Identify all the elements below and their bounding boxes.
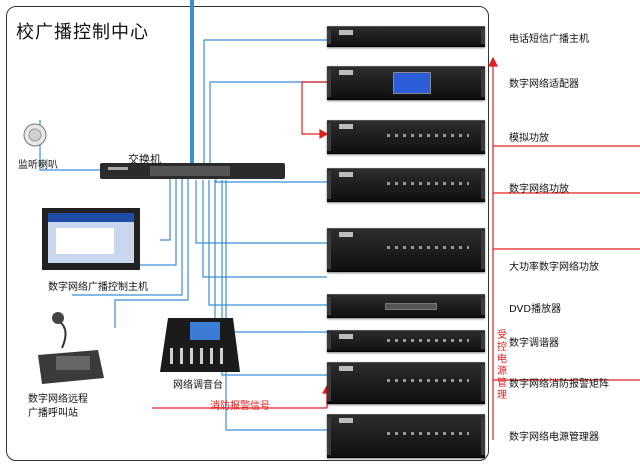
disc-tray: [385, 303, 437, 310]
brand-icon: [339, 124, 353, 129]
rack-label-analog-amp: 模拟功放: [509, 133, 549, 144]
switch-label: 交换机: [128, 153, 161, 166]
digital-network-adapter: [327, 66, 485, 100]
high-power-digital-amplifier: [327, 228, 485, 272]
network-cables: [39, 39, 327, 431]
host-monitor-icon: [42, 208, 140, 270]
rack-label-phone-sms: 电话短信广播主机: [509, 34, 589, 45]
paging-label-line-2: 广播呼叫站: [28, 408, 78, 419]
rack-label-network-amp: 数字网络功放: [509, 184, 569, 195]
brand-icon: [339, 70, 353, 75]
display-screen: [393, 72, 431, 94]
control-center-frame: [6, 6, 489, 461]
brand-icon: [339, 30, 353, 35]
rack-label-adapter: 数字网络适配器: [509, 79, 579, 90]
fire-signal-label: 消防报警信号: [210, 401, 270, 412]
mixer-icon: [160, 318, 240, 372]
digital-network-amplifier: [327, 168, 485, 202]
rack-label-fire-matrix: 数字网络消防报警矩阵: [509, 379, 609, 390]
paging-label-line-1: 数字网络远程: [28, 394, 88, 405]
rack-label-power-manager: 数字网络电源管理器: [509, 432, 599, 443]
brand-icon: [339, 232, 353, 237]
controlled-power-label: 受控电源管理: [497, 330, 507, 401]
brand-icon: [339, 418, 353, 423]
rack-label-dvd: DVD播放器: [509, 304, 562, 315]
monitor-speaker-label: 监听喇叭: [18, 160, 58, 171]
uplink-cable: [190, 0, 194, 165]
host-label: 数字网络广播控制主机: [48, 282, 148, 293]
brand-icon: [339, 172, 353, 177]
network-switch-icon: [100, 163, 285, 179]
brand-icon: [339, 334, 353, 339]
dvd-player: [327, 294, 485, 318]
brand-icon: [339, 366, 353, 371]
digital-tuner: [327, 330, 485, 352]
microphone-icon: [38, 312, 104, 384]
page-title: 校广播控制中心: [16, 22, 149, 43]
fire-alarm-matrix: [327, 362, 485, 404]
speaker-icon: [23, 123, 47, 147]
power-manager: [327, 414, 485, 458]
mixer-label: 网络调音台: [173, 380, 223, 391]
rack-label-tuner: 数字调谐器: [509, 338, 559, 349]
analog-amplifier: [327, 120, 485, 154]
phone-sms-broadcast-host: [327, 26, 485, 47]
rack-label-high-power-amp: 大功率数字网络功放: [509, 262, 599, 273]
